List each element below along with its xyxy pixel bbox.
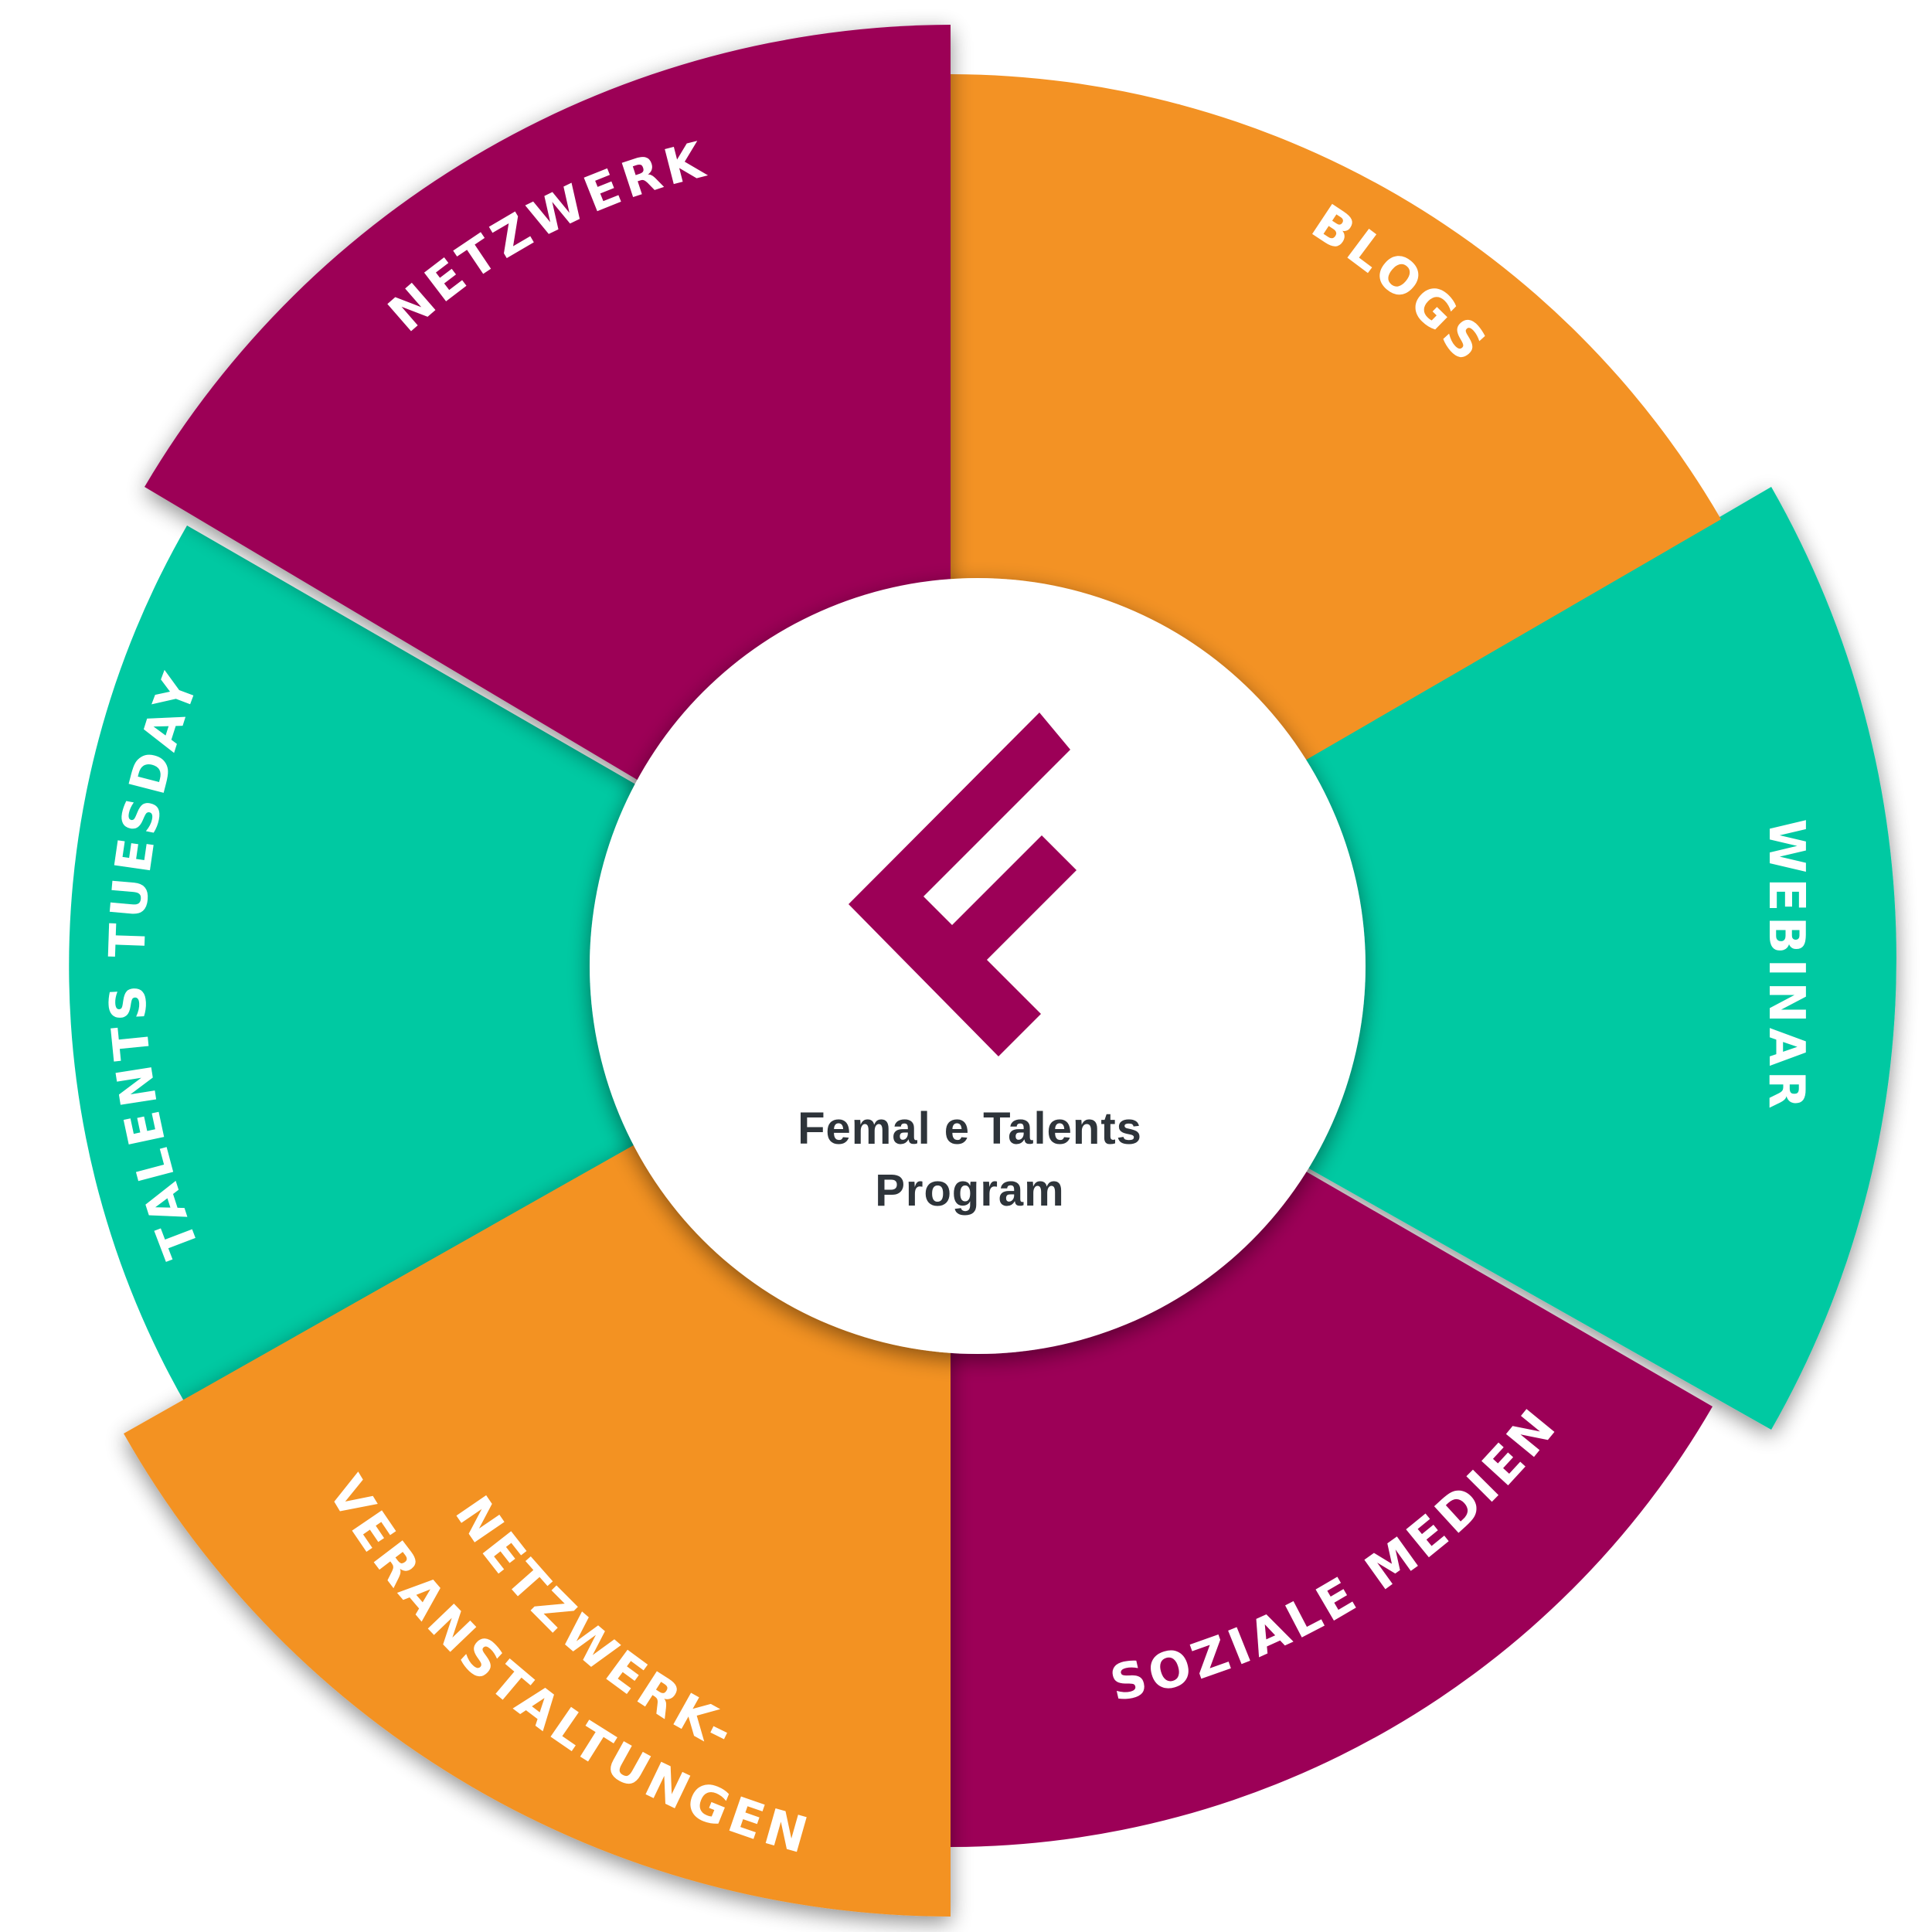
- segment-talents-tuesday: TALENTS TUESDAY: [69, 526, 951, 1406]
- center-title-line1: Femal e Talents: [798, 1104, 1142, 1154]
- center-title-line2: Program: [875, 1165, 1065, 1216]
- segment-shape-webinar: [951, 487, 1896, 1430]
- center-hub: Femal e Talents Program: [590, 578, 1366, 1354]
- female-talents-logo-icon: [849, 713, 1077, 1056]
- segment-shape-talents-tuesday: [69, 526, 951, 1406]
- segment-label-webinar: WEBINAR: [1757, 818, 1815, 1113]
- segment-webinar: WEBINAR: [951, 487, 1896, 1430]
